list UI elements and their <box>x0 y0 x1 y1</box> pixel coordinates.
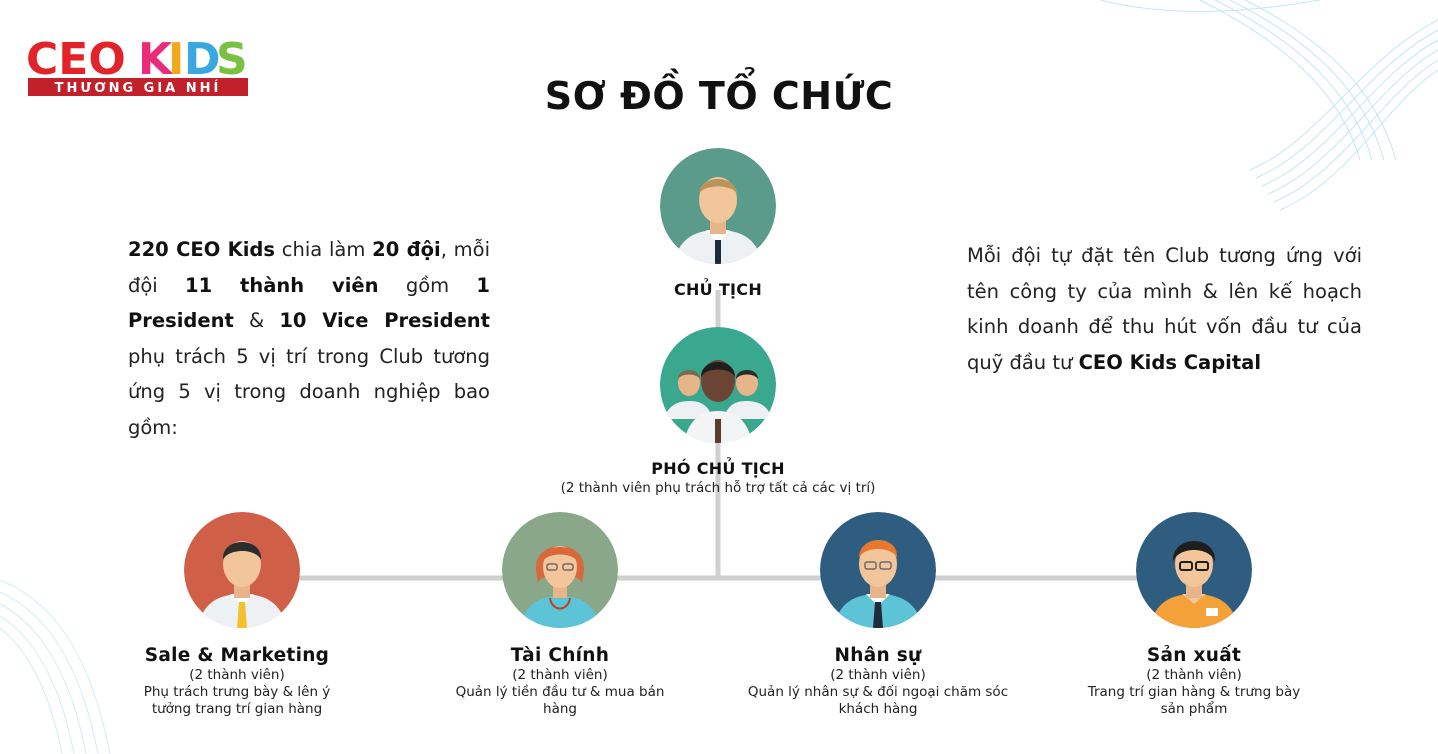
production-avatar <box>1136 512 1252 628</box>
vice-chairman-avatar <box>660 327 776 443</box>
svg-text:K: K <box>138 34 174 85</box>
intro-left-team-count: 20 đội <box>372 238 441 261</box>
intro-left-ceo-kids-count: 220 CEO Kids <box>128 238 275 261</box>
dept-hr-name: Nhân sự <box>834 645 922 666</box>
svg-text:D: D <box>184 34 221 85</box>
vice-chairman-note: (2 thành viên phụ trách hỗ trợ tất cả cá… <box>560 480 876 496</box>
ceo-kids-logo: CEO K I D S THƯƠNG GIA NHÍ <box>26 30 250 98</box>
dept-finance-desc-line2: hàng <box>543 701 577 717</box>
dept-production-desc-line1: Trang trí gian hàng & trưng bày <box>1087 684 1301 700</box>
dept-hr-desc-line1: Quản lý nhân sự & đối ngoại chăm sóc <box>747 684 1009 700</box>
intro-left-vice-president: 10 Vice President <box>279 309 491 332</box>
dept-finance-desc-line1: Quản lý tiền đầu tư & mua bán <box>455 684 665 700</box>
vice-chairman-title: PHÓ CHỦ TỊCH <box>651 459 785 478</box>
chairman-title: CHỦ TỊCH <box>673 280 763 299</box>
logo-word-ceo: CEO <box>26 34 126 85</box>
logo-word-kids: K I D S <box>138 34 248 85</box>
dept-sales-desc-line2: tưởng trang trí gian hàng <box>151 701 323 717</box>
dept-production-desc-line2: sản phẩm <box>1160 701 1228 717</box>
dept-production-members: (2 thành viên) <box>1146 667 1242 683</box>
intro-left-member-count: 11 thành viên <box>185 273 379 297</box>
intro-right-fund-name: CEO Kids Capital <box>1078 350 1262 374</box>
dept-sales-members: (2 thành viên) <box>189 667 285 683</box>
page-title: SƠ ĐỒ TỔ CHỨC <box>544 74 894 118</box>
dept-hr-desc-line2: khách hàng <box>838 701 918 717</box>
svg-text:I: I <box>168 34 184 85</box>
intro-right-paragraph: Mỗi đội tự đặt tên Club tương ứng với tê… <box>967 244 1362 374</box>
svg-text:S: S <box>216 34 248 85</box>
logo-tagline: THƯƠNG GIA NHÍ <box>55 80 222 96</box>
dept-finance-members: (2 thành viên) <box>512 667 608 683</box>
dept-sales-name: Sale & Marketing <box>144 645 330 666</box>
sales-marketing-avatar <box>184 512 300 628</box>
dept-production-name: Sản xuất <box>1146 645 1242 666</box>
finance-avatar <box>502 512 618 628</box>
chairman-avatar <box>660 148 776 264</box>
dept-sales-desc-line1: Phụ trách trưng bày & lên ý <box>143 684 331 700</box>
hr-avatar <box>820 512 936 628</box>
intro-left-paragraph: 220 CEO Kids chia làm 20 đội, mỗi đội 11… <box>128 238 491 439</box>
dept-hr-members: (2 thành viên) <box>830 667 926 683</box>
dept-finance-name: Tài Chính <box>510 645 610 666</box>
intro-left-president: 1 President <box>128 273 490 333</box>
